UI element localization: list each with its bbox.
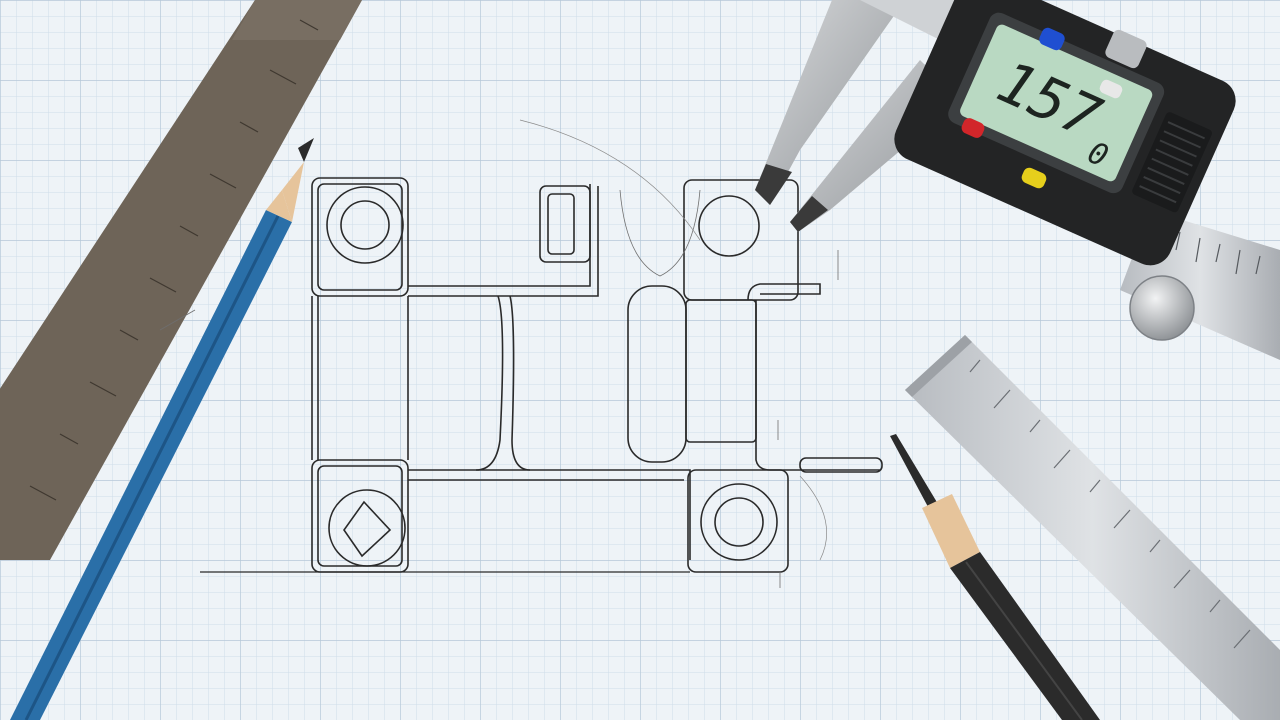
metal-ruler-dark: [0, 0, 362, 560]
caliper-button-blue: [1039, 27, 1065, 51]
caliper-button-yellow: [1021, 167, 1047, 189]
caliper-thumb-wheel: [1130, 276, 1194, 340]
caliper-jaw-outer: [755, 0, 905, 205]
blue-pencil: [10, 138, 314, 720]
metal-ruler-steel: [905, 335, 1280, 720]
caliper-button-white: [1099, 79, 1123, 99]
digital-caliper: 157 0: [755, 0, 1280, 360]
technical-drawing: [159, 119, 883, 588]
caliper-lcd: [960, 24, 1153, 182]
black-pencil: [890, 434, 1100, 720]
caliper-button-red: [961, 118, 985, 138]
